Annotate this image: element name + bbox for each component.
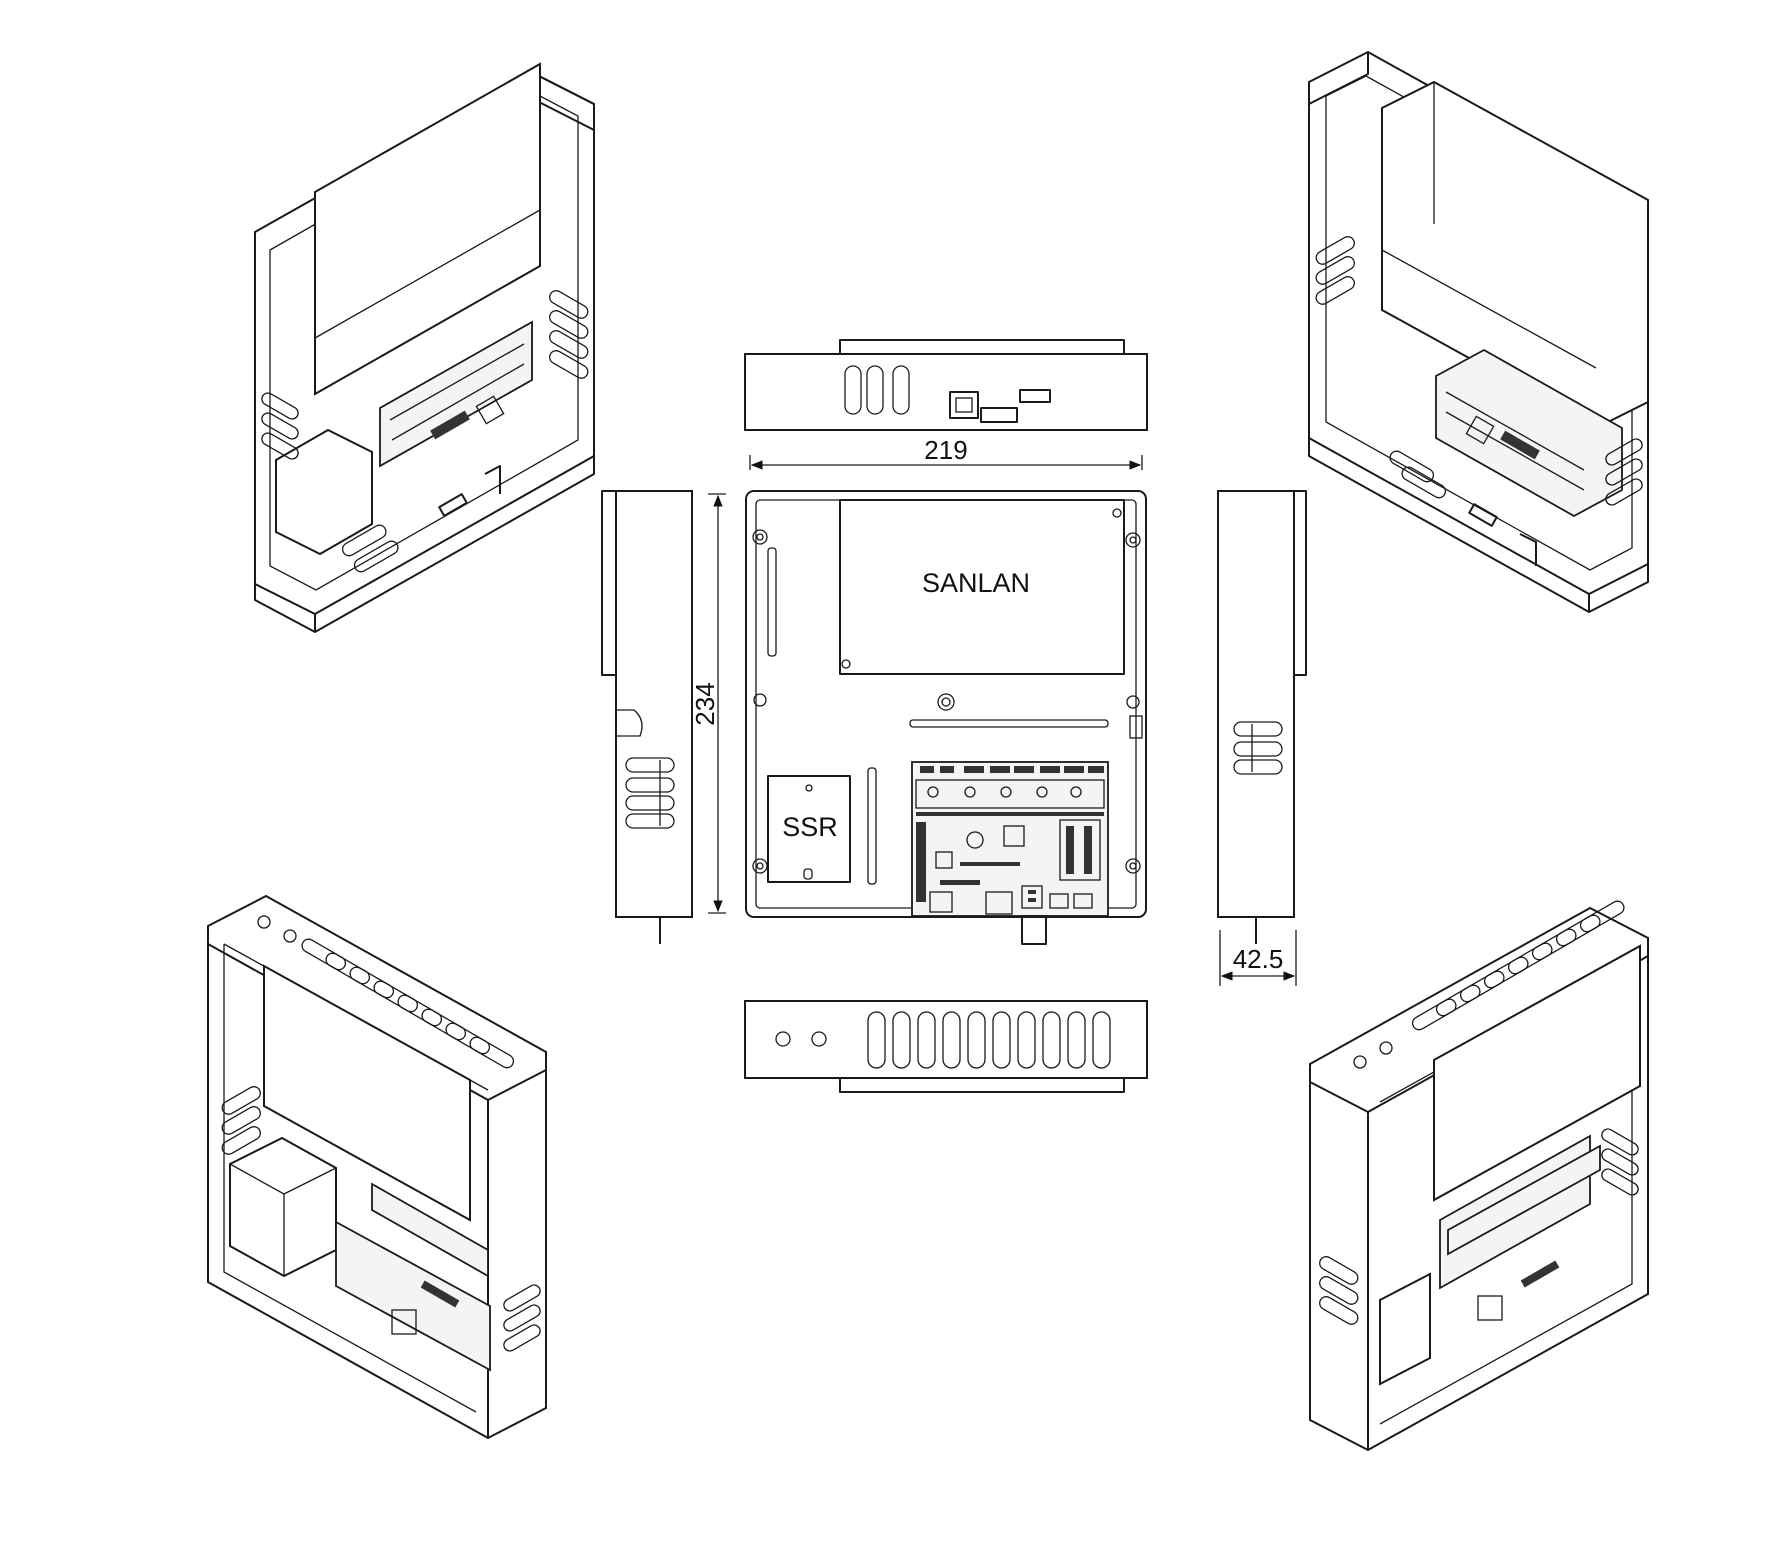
mounting-hole-icons bbox=[752, 529, 1141, 874]
right-side-view bbox=[1217, 490, 1307, 944]
ssr-label: SSR bbox=[782, 812, 838, 842]
depth-dimension-label: 42.5 bbox=[1233, 944, 1284, 974]
controller-board bbox=[911, 761, 1109, 917]
depth-dimension bbox=[1219, 930, 1297, 986]
isometric-view-top-left bbox=[254, 62, 595, 633]
psu-block bbox=[839, 499, 1125, 675]
psu-label: SANLAN bbox=[922, 568, 1030, 598]
isometric-view-bottom-right bbox=[1309, 900, 1649, 1452]
ssr-block bbox=[767, 775, 851, 883]
height-dimension bbox=[708, 493, 726, 914]
width-dimension bbox=[749, 455, 1143, 470]
top-side-view bbox=[744, 339, 1148, 431]
bottom-side-view bbox=[744, 1000, 1148, 1093]
isometric-view-bottom-left bbox=[207, 894, 547, 1440]
height-dimension-label: 234 bbox=[690, 682, 720, 725]
width-dimension-label: 219 bbox=[924, 435, 967, 465]
isometric-view-top-right bbox=[1308, 50, 1649, 613]
front-view bbox=[745, 490, 1147, 945]
usb-port-icon bbox=[949, 391, 979, 419]
left-side-view bbox=[601, 490, 693, 944]
